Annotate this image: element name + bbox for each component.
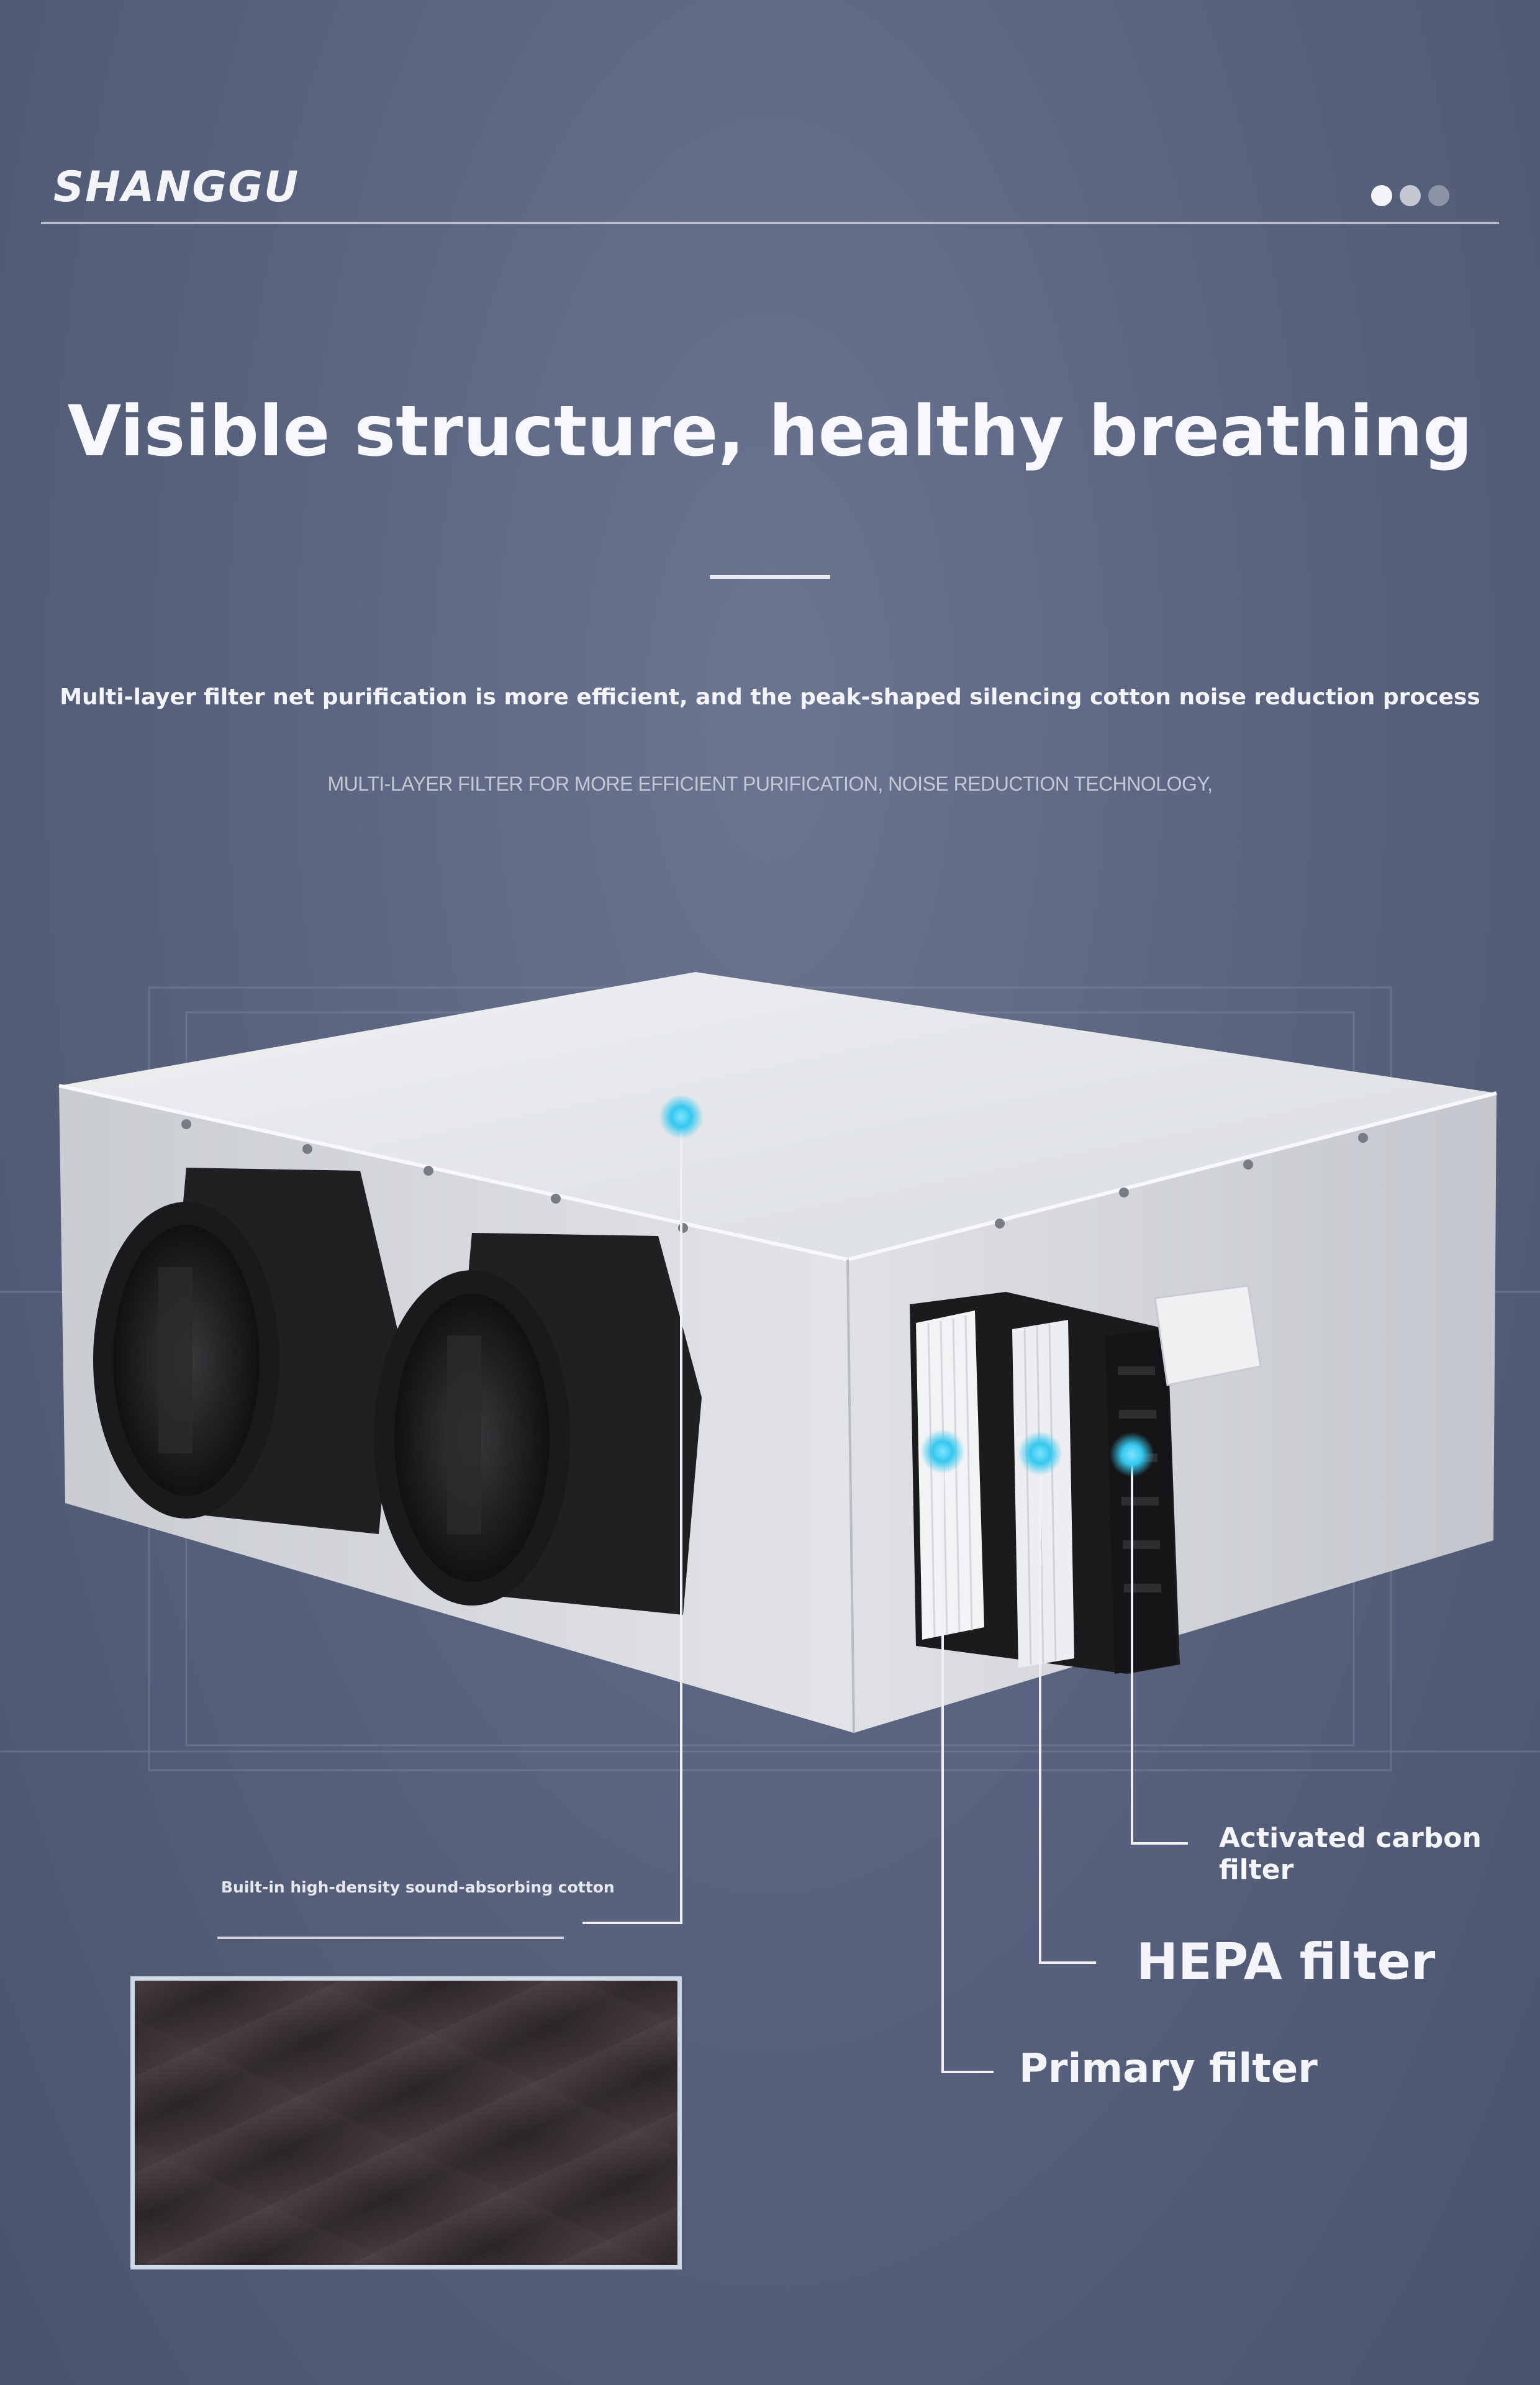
junction-box — [1154, 1284, 1262, 1386]
callout-leader-lines — [582, 1117, 1188, 2073]
marker-primary[interactable] — [920, 1429, 965, 1474]
marker-cotton[interactable] — [659, 1094, 704, 1139]
air-duct-right — [374, 1233, 702, 1615]
primary-filter-label: Primary filter — [1019, 2046, 1318, 2092]
unit-top-panel — [59, 972, 1497, 1260]
pager-dots — [1371, 185, 1449, 206]
brand-logo: SHANGGU — [53, 163, 300, 212]
hepa-filter-label: HEPA filter — [1136, 1933, 1436, 1991]
pager-dot-1[interactable] — [1371, 185, 1392, 206]
page-subtitle: Multi-layer filter net purification is m… — [60, 684, 1480, 710]
page-subtitle-caps: MULTI-LAYER FILTER FOR MORE EFFICIENT PU… — [327, 773, 1213, 795]
cotton-label: Built-in high-density sound-absorbing co… — [221, 1878, 615, 1896]
cotton-divider — [217, 1937, 564, 1939]
page-title: Visible structure, healthy breathing — [67, 391, 1473, 472]
ventilation-unit-illustration — [0, 972, 1540, 2073]
marker-carbon[interactable] — [1110, 1432, 1154, 1477]
filter-cartridges — [910, 1292, 1180, 1674]
marker-hepa[interactable] — [1018, 1431, 1062, 1476]
title-underline — [710, 575, 830, 579]
pager-dot-3[interactable] — [1428, 185, 1449, 206]
header-divider — [41, 222, 1499, 224]
pager-dot-2[interactable] — [1400, 185, 1421, 206]
air-duct-left — [93, 1168, 397, 1534]
carbon-filter-label: Activated carbon filter — [1219, 1822, 1482, 1886]
cotton-texture-image — [130, 1976, 682, 2269]
